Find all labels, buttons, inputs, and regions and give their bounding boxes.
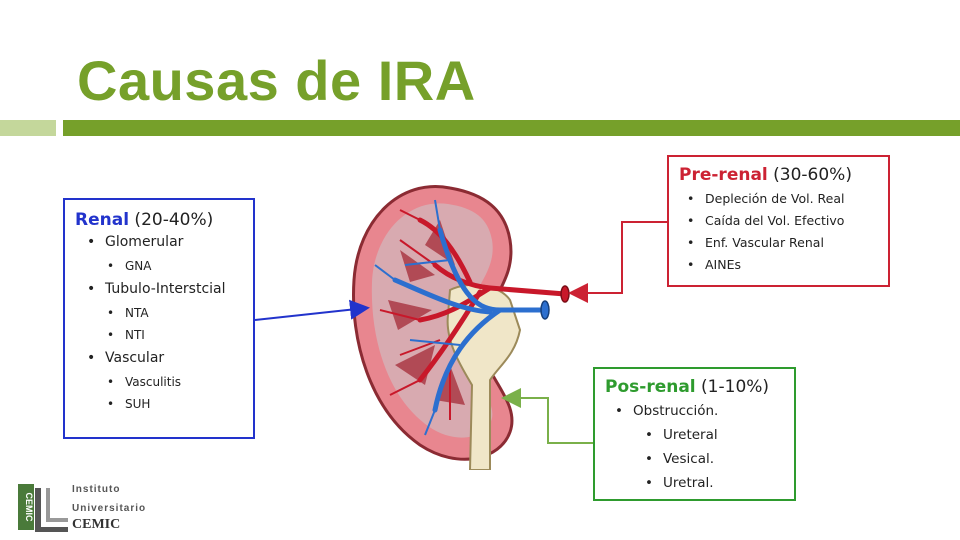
posrenal-box: Pos-renal (1-10%) Obstrucción. Ureteral … [593, 367, 796, 501]
renal-arrow [254, 299, 370, 321]
renal-title: Renal (20-40%) [75, 210, 214, 230]
cemic-logo: CEMIC [18, 484, 68, 532]
list-item: AINEs [687, 254, 888, 276]
list-item: Vasculitis [107, 371, 253, 393]
title-rule-light [0, 120, 56, 136]
posrenal-list: Obstrucción. Ureteral Vesical. Uretral. [605, 399, 794, 495]
prerenal-title: Pre-renal (30-60%) [679, 165, 852, 185]
logo-line-2: Universitario [72, 503, 147, 514]
list-item: Depleción de Vol. Real [687, 188, 888, 210]
renal-vein [392, 227, 548, 413]
list-item: SUH [107, 393, 253, 415]
list-item: Vesical. [645, 447, 794, 471]
logo-line-1: Instituto [72, 484, 121, 495]
list-item: Tubulo-Interstcial [87, 277, 253, 302]
logo-mark-text: CEMIC [24, 493, 34, 523]
list-item: Vascular [87, 346, 253, 371]
renal-box: Renal (20-40%) Glomerular GNA Tubulo-Int… [63, 198, 255, 439]
prerenal-arrow [568, 221, 667, 303]
list-item: Obstrucción. [615, 399, 794, 423]
kidney-pyramids [388, 220, 465, 405]
prerenal-box: Pre-renal (30-60%) Depleción de Vol. Rea… [667, 155, 890, 287]
posrenal-title: Pos-renal (1-10%) [605, 377, 770, 397]
list-item: Enf. Vascular Renal [687, 232, 888, 254]
title-rule-dark [63, 120, 960, 136]
list-item: NTI [107, 324, 253, 346]
prerenal-list: Depleción de Vol. Real Caída del Vol. Ef… [679, 188, 888, 276]
list-item: GNA [107, 255, 253, 277]
list-item: Ureteral [645, 423, 794, 447]
slide-title: Causas de IRA [77, 49, 476, 112]
kidney-illustration [352, 185, 570, 470]
list-item: Glomerular [87, 230, 253, 255]
list-item: Uretral. [645, 471, 794, 495]
list-item: Caída del Vol. Efectivo [687, 210, 888, 232]
logo-line-3: CEMIC [72, 517, 121, 532]
vein-branches [374, 199, 461, 436]
posrenal-arrow [501, 388, 593, 444]
list-item: NTA [107, 302, 253, 324]
renal-list: Glomerular GNA Tubulo-Interstcial NTA NT… [75, 230, 253, 415]
vein-end [540, 300, 550, 320]
